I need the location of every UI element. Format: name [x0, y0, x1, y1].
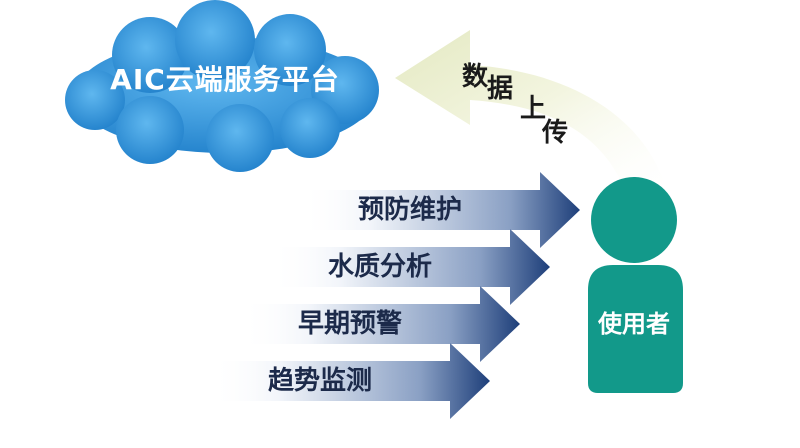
arrow-trend-monitoring	[210, 343, 490, 419]
function-label-1: 预防维护	[357, 195, 462, 225]
upload-label-char-1: 数	[461, 62, 488, 92]
function-label-4: 趋势监测	[267, 366, 372, 396]
upload-label-char-2: 据	[486, 74, 513, 104]
user-label: 使用者	[598, 310, 670, 338]
cloud-shape	[65, 0, 379, 172]
upload-arrow	[395, 30, 665, 190]
upload-label-char-4: 传	[541, 118, 568, 148]
function-label-2: 水质分析	[327, 252, 432, 282]
upload-label-char-3: 上	[519, 94, 546, 124]
user-figure	[588, 177, 683, 393]
cloud-platform-label: AIC云端服务平台	[110, 63, 340, 96]
function-label-3: 早期预警	[297, 309, 402, 339]
